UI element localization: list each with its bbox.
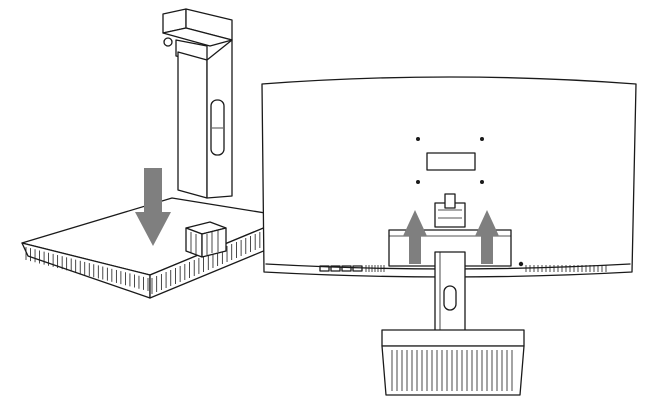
down-arrow — [135, 168, 171, 246]
base-mount-block — [185, 221, 227, 258]
up-arrow-left — [403, 210, 427, 264]
monitor-control-buttons — [319, 265, 363, 272]
stand-neck — [162, 8, 233, 199]
monitor-stand-base — [381, 329, 525, 396]
up-arrow-right — [475, 210, 499, 264]
monitor-stand-neck — [434, 251, 466, 335]
